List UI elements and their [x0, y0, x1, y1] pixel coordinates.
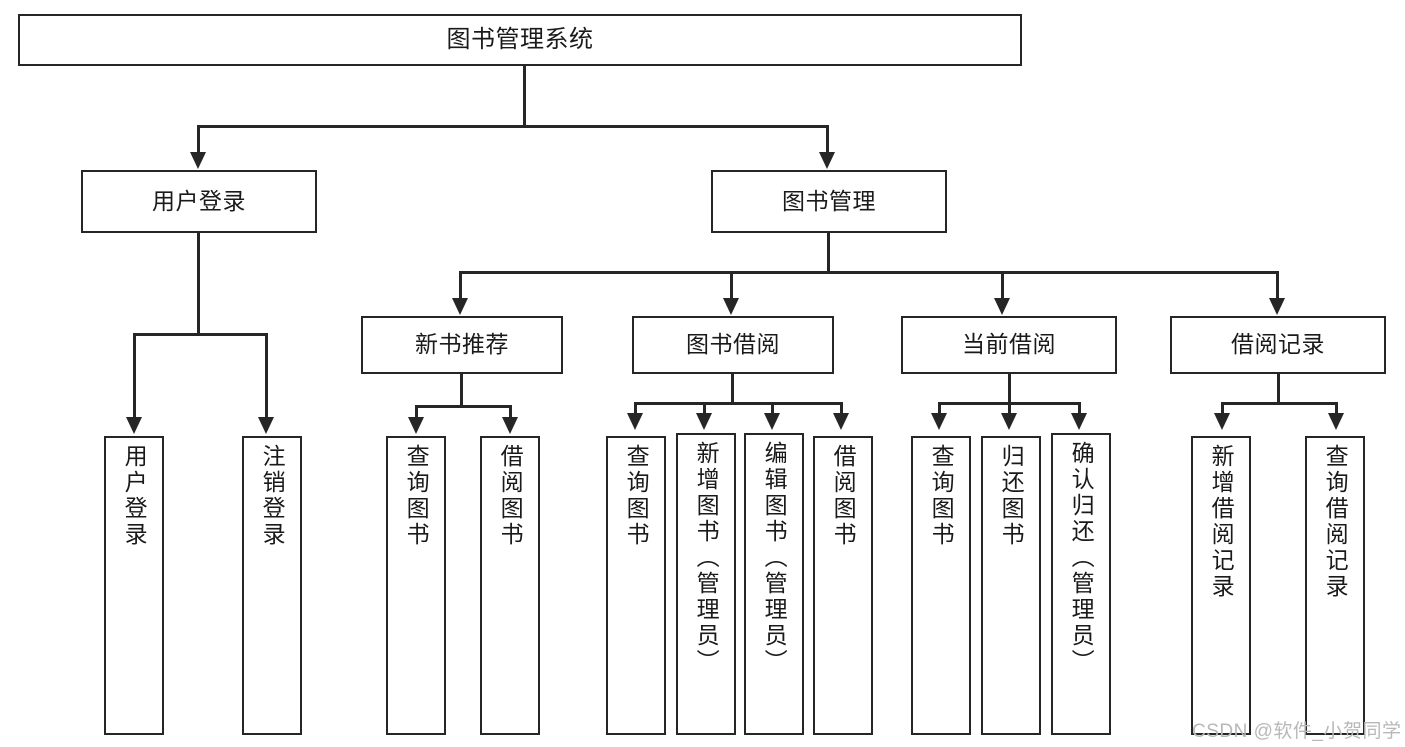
- edge-root-to-book-manage: [826, 125, 829, 155]
- node-current-borrow[interactable]: 当前借阅: [901, 316, 1117, 374]
- edge-new-book-drop-1: [415, 405, 418, 420]
- edge-borrow-record-stem: [1277, 374, 1280, 404]
- leaf-user-login-logout[interactable]: 注销登录: [242, 436, 302, 735]
- arrowhead-leaf-new-book-2: [502, 417, 518, 434]
- leaf-new-book-query[interactable]: 查询图书: [386, 436, 446, 735]
- arrowhead-leaf-current-borrow-3: [1071, 413, 1087, 430]
- node-new-book-recommend[interactable]: 新书推荐: [361, 316, 563, 374]
- leaf-borrow-record-query[interactable]: 查询借阅记录: [1305, 436, 1365, 735]
- node-label: 用户登录: [121, 444, 148, 548]
- edge-book-borrow-drop-1: [634, 402, 637, 416]
- node-label: 注销登录: [259, 444, 286, 548]
- leaf-book-borrow-add[interactable]: 新增图书（管理员）: [676, 433, 736, 735]
- edge-root-bus: [197, 125, 829, 128]
- arrowhead-leaf-book-borrow-4: [833, 413, 849, 430]
- node-label: 新增图书（管理员）: [693, 441, 720, 675]
- node-label: 编辑图书（管理员）: [761, 441, 788, 675]
- edge-book-borrow-bus: [634, 402, 843, 405]
- arrowhead-leaf-user-login-2: [258, 417, 274, 434]
- edge-borrow-record-drop-2: [1335, 402, 1338, 416]
- edge-current-borrow-drop-2: [1008, 402, 1011, 416]
- leaf-user-login-login[interactable]: 用户登录: [104, 436, 164, 735]
- node-root-system[interactable]: 图书管理系统: [18, 14, 1022, 66]
- arrowhead-leaf-borrow-record-2: [1328, 413, 1344, 430]
- node-label: 借阅图书: [830, 444, 857, 548]
- node-label: 图书借阅: [686, 331, 780, 358]
- arrowhead-leaf-borrow-record-1: [1214, 413, 1230, 430]
- arrowhead-leaf-book-borrow-1: [627, 413, 643, 430]
- node-label: 归还图书: [998, 444, 1025, 548]
- edge-book-manage-drop-3: [1001, 271, 1004, 301]
- arrowhead-book-borrow: [723, 298, 739, 315]
- leaf-new-book-borrow[interactable]: 借阅图书: [480, 436, 540, 735]
- node-book-management[interactable]: 图书管理: [711, 170, 947, 233]
- edge-new-book-drop-2: [509, 405, 512, 420]
- node-label: 查询图书: [928, 444, 955, 548]
- arrowhead-leaf-current-borrow-2: [1001, 413, 1017, 430]
- edge-book-borrow-stem: [731, 374, 734, 404]
- node-book-borrow[interactable]: 图书借阅: [632, 316, 834, 374]
- edge-book-manage-drop-2: [730, 271, 733, 301]
- edge-root-stem: [523, 66, 526, 127]
- edge-book-manage-drop-4: [1276, 271, 1279, 301]
- arrowhead-current-borrow: [994, 298, 1010, 315]
- node-label: 确认归还（管理员）: [1068, 441, 1095, 675]
- edge-current-borrow-drop-1: [938, 402, 941, 416]
- edge-user-login-drop-1: [133, 333, 136, 420]
- node-label: 新书推荐: [415, 331, 509, 358]
- edge-user-login-drop-2: [265, 333, 268, 420]
- edge-book-borrow-drop-2: [703, 402, 706, 416]
- leaf-current-borrow-query[interactable]: 查询图书: [911, 436, 971, 735]
- edge-user-login-stem: [197, 233, 200, 335]
- node-label: 新增借阅记录: [1208, 444, 1235, 600]
- edge-book-manage-bus: [459, 271, 1279, 274]
- leaf-borrow-record-add[interactable]: 新增借阅记录: [1191, 436, 1251, 735]
- node-label: 借阅记录: [1231, 331, 1325, 358]
- node-label: 查询借阅记录: [1322, 444, 1349, 600]
- arrowhead-leaf-new-book-1: [408, 417, 424, 434]
- node-label: 借阅图书: [497, 444, 524, 548]
- leaf-current-borrow-confirm[interactable]: 确认归还（管理员）: [1051, 433, 1111, 735]
- edge-borrow-record-bus: [1221, 402, 1338, 405]
- edge-book-borrow-drop-4: [840, 402, 843, 416]
- edge-current-borrow-stem: [1008, 374, 1011, 404]
- arrowhead-leaf-current-borrow-1: [931, 413, 947, 430]
- edge-book-manage-drop-1: [459, 271, 462, 301]
- edge-new-book-bus: [415, 405, 512, 408]
- arrowhead-borrow-record: [1269, 298, 1285, 315]
- edge-borrow-record-drop-1: [1221, 402, 1224, 416]
- arrowhead-user-login: [190, 152, 206, 169]
- arrowhead-leaf-book-borrow-3: [764, 413, 780, 430]
- edge-book-borrow-drop-3: [771, 402, 774, 416]
- leaf-book-borrow-edit[interactable]: 编辑图书（管理员）: [744, 433, 804, 735]
- arrowhead-new-book-recommend: [452, 298, 468, 315]
- node-label: 查询图书: [403, 444, 430, 548]
- watermark-text: CSDN @软件_小贺同学: [1192, 721, 1402, 742]
- node-label: 当前借阅: [962, 331, 1056, 358]
- arrowhead-leaf-book-borrow-2: [696, 413, 712, 430]
- node-label: 图书管理: [782, 187, 876, 214]
- arrowhead-book-manage: [819, 152, 835, 169]
- node-borrow-record[interactable]: 借阅记录: [1170, 316, 1386, 374]
- edge-book-manage-stem: [827, 233, 830, 273]
- leaf-book-borrow-query[interactable]: 查询图书: [606, 436, 666, 735]
- leaf-book-borrow-borrow[interactable]: 借阅图书: [813, 436, 873, 735]
- node-label: 用户登录: [152, 187, 246, 214]
- edge-current-borrow-drop-3: [1078, 402, 1081, 416]
- arrowhead-leaf-user-login-1: [126, 417, 142, 434]
- node-label: 图书管理系统: [446, 25, 594, 53]
- node-user-login[interactable]: 用户登录: [81, 170, 317, 233]
- edge-new-book-stem: [460, 374, 463, 408]
- node-label: 查询图书: [623, 444, 650, 548]
- edge-user-login-bus: [133, 333, 268, 336]
- edge-root-to-user-login: [197, 125, 200, 155]
- leaf-current-borrow-return[interactable]: 归还图书: [981, 436, 1041, 735]
